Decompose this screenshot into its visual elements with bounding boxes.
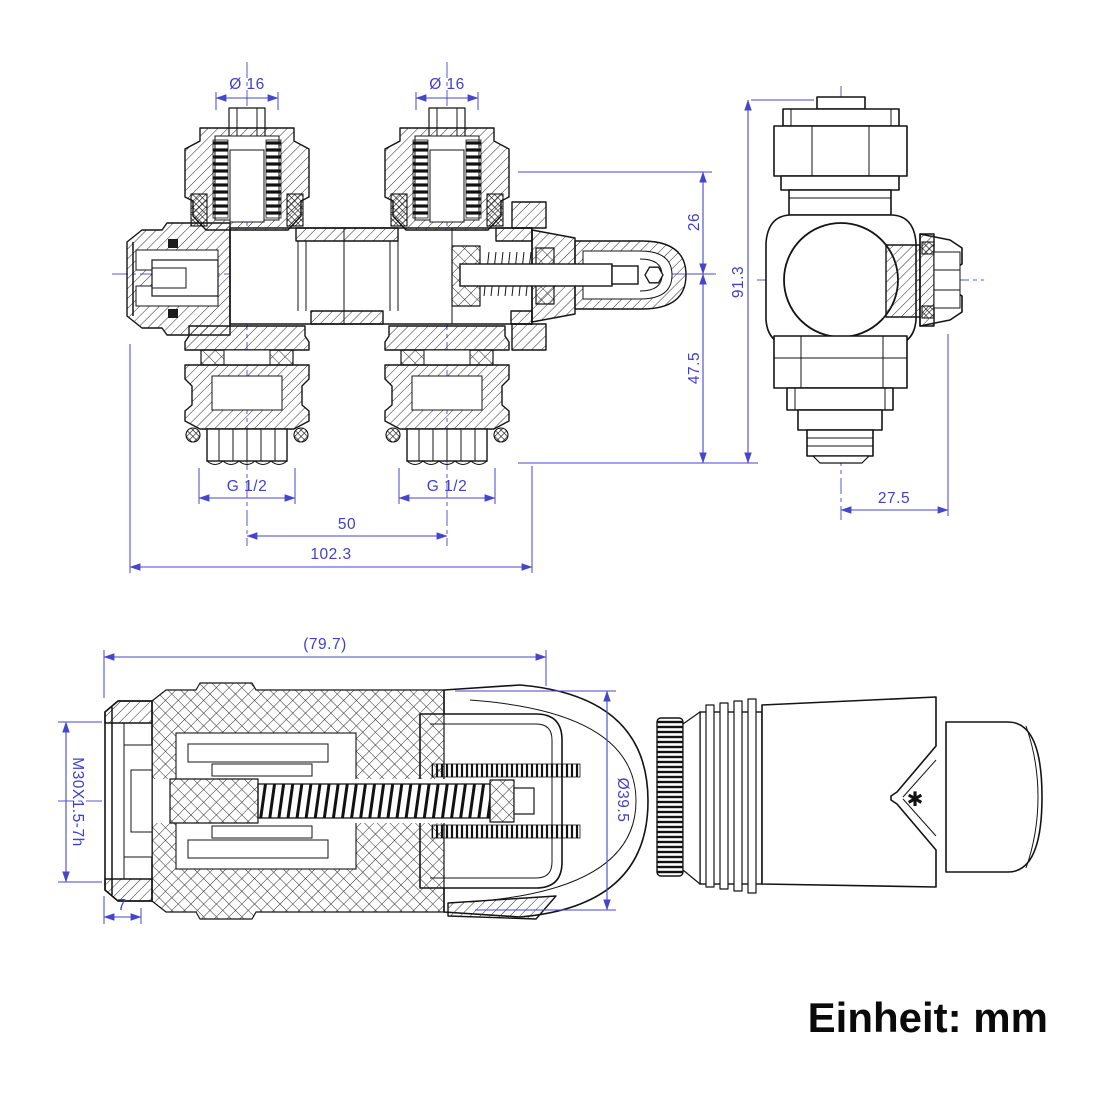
thermostatic-head-external-view: ✱	[656, 696, 1043, 894]
dim-total-width: 102.3	[310, 546, 351, 563]
dim-group-valve-front: Ø 16 Ø 16 26 47.5 G 1/2 G 1/2 50 102.3	[129, 76, 758, 573]
dim-side-offset: 27.5	[878, 490, 910, 507]
dim-center-to-bottom: 47.5	[686, 352, 703, 384]
unit-note: Einheit: mm	[808, 994, 1048, 1041]
dim-head-diameter: Ø39.5	[614, 778, 631, 823]
dim-group-valve-side: 91.3 27.5	[730, 99, 949, 516]
dim-group-head-section: (79.7) M30X1.5-7h 7 Ø39.5	[58, 636, 631, 924]
dim-total-height: 91.3	[730, 266, 747, 298]
dim-port-spacing: 50	[338, 516, 356, 533]
dim-collar-width: 7	[117, 897, 126, 914]
head-cap-marker: ✱	[907, 787, 924, 811]
dim-center-to-top: 26	[686, 213, 703, 231]
dim-tail-right-thread: G 1/2	[427, 478, 467, 495]
dim-head-total-length: (79.7)	[303, 636, 347, 653]
dim-connection-thread: M30X1.5-7h	[69, 757, 86, 846]
valve-front-section-view: Ø 16 Ø 16 26 47.5 G 1/2 G 1/2 50 102.3	[112, 62, 758, 573]
thermostatic-head-section-view: (79.7) M30X1.5-7h 7 Ø39.5	[58, 636, 649, 924]
dim-tail-left-thread: G 1/2	[227, 478, 267, 495]
dim-port-left-diameter: Ø 16	[229, 76, 265, 93]
dim-port-right-diameter: Ø 16	[429, 76, 465, 93]
valve-side-view: 91.3 27.5	[730, 86, 984, 520]
